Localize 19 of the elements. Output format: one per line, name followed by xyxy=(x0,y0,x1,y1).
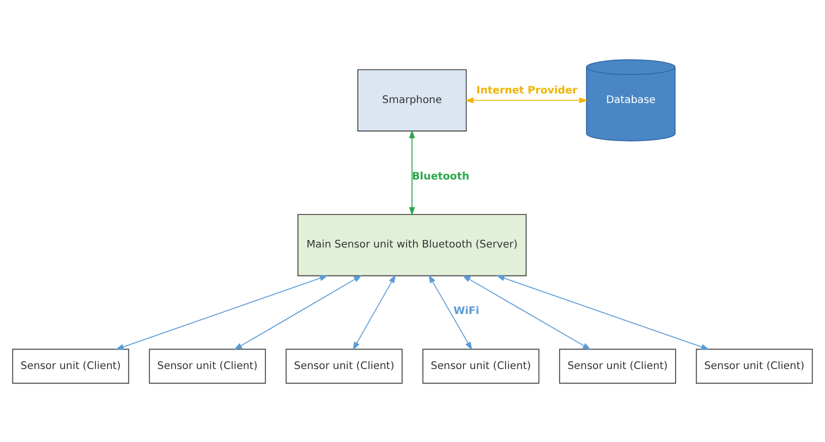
node-box: Sensor unit (Client) xyxy=(286,348,403,384)
arrow xyxy=(428,274,472,350)
node-box: Sensor unit (Client) xyxy=(559,348,676,384)
node-box: Sensor unit (Client) xyxy=(12,348,130,384)
arrow xyxy=(234,274,362,350)
arrow xyxy=(464,96,588,103)
arrow xyxy=(115,274,328,350)
edge-label: Internet Provider xyxy=(476,84,578,96)
node-box: Sensor unit (Client) xyxy=(148,348,266,384)
edge-label: WiFi xyxy=(454,304,480,317)
arrow xyxy=(462,274,592,350)
arrow xyxy=(496,274,710,350)
node-box: Sensor unit (Client) xyxy=(696,348,813,384)
edge-label: Bluetooth xyxy=(412,170,470,182)
node-box: Smarphone xyxy=(357,68,467,131)
node-box: Main Sensor unit with Bluetooth (Server) xyxy=(297,213,527,276)
node-box: Sensor unit (Client) xyxy=(422,348,540,384)
arrow xyxy=(409,129,415,216)
arrow xyxy=(352,274,396,350)
